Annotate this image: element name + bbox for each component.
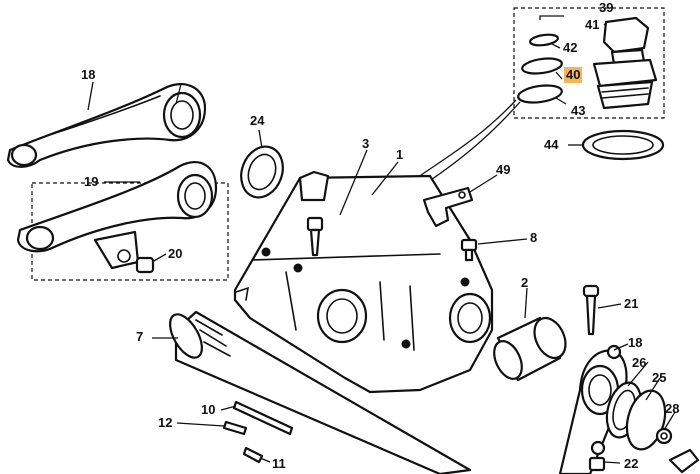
cover-disc-25 <box>625 389 667 451</box>
pin-12 <box>222 420 248 436</box>
shaft-7 <box>169 310 472 474</box>
callout-44: 44 <box>544 137 559 152</box>
callout-18-top: 18 <box>81 67 96 82</box>
lever-arm-18 <box>6 83 207 168</box>
callout-28: 28 <box>665 401 680 416</box>
adapter-40 <box>592 58 658 110</box>
nut-28 <box>655 427 673 445</box>
bush-2 <box>493 316 567 382</box>
callout-43: 43 <box>571 103 586 118</box>
callout-26: 26 <box>632 355 647 370</box>
callout-3: 3 <box>362 136 370 151</box>
bolt-21 <box>582 284 600 336</box>
screw-8 <box>460 238 478 262</box>
callout-39: 39 <box>599 0 614 15</box>
callout-1: 1 <box>396 147 404 162</box>
group-box-39 <box>513 7 665 119</box>
callout-7: 7 <box>136 329 144 344</box>
callout-20: 20 <box>168 246 183 261</box>
o-ring-40-ring <box>521 57 563 75</box>
callout-40-highlighted: 40 <box>564 67 583 83</box>
callout-49: 49 <box>496 162 511 177</box>
callout-11: 11 <box>272 456 286 471</box>
nut-22 <box>588 440 700 474</box>
housing-1 <box>233 170 494 394</box>
o-ring-42 <box>529 33 559 47</box>
bearing-ring-24 <box>240 145 284 199</box>
key-11 <box>242 446 264 464</box>
callout-18-right: 18 <box>628 335 643 350</box>
callout-42: 42 <box>563 40 578 55</box>
callout-12: 12 <box>158 415 173 430</box>
o-ring-43 <box>517 84 563 104</box>
callout-8: 8 <box>530 230 538 245</box>
callout-22: 22 <box>624 456 639 471</box>
callout-25: 25 <box>652 370 667 385</box>
callout-19: 19 <box>84 174 99 189</box>
lever-arm-19 <box>16 161 218 270</box>
pin-20 <box>135 256 155 274</box>
bracket-49 <box>422 186 474 228</box>
leader-lines <box>87 15 676 464</box>
group-box-19 <box>31 182 229 281</box>
callout-2: 2 <box>521 275 529 290</box>
bolt-3 <box>306 216 324 257</box>
washer-44 <box>581 129 665 161</box>
plug-41 <box>602 16 650 66</box>
callout-10: 10 <box>201 402 216 417</box>
callout-24: 24 <box>250 113 265 128</box>
callout-21: 21 <box>624 296 639 311</box>
callout-41: 41 <box>585 17 600 32</box>
